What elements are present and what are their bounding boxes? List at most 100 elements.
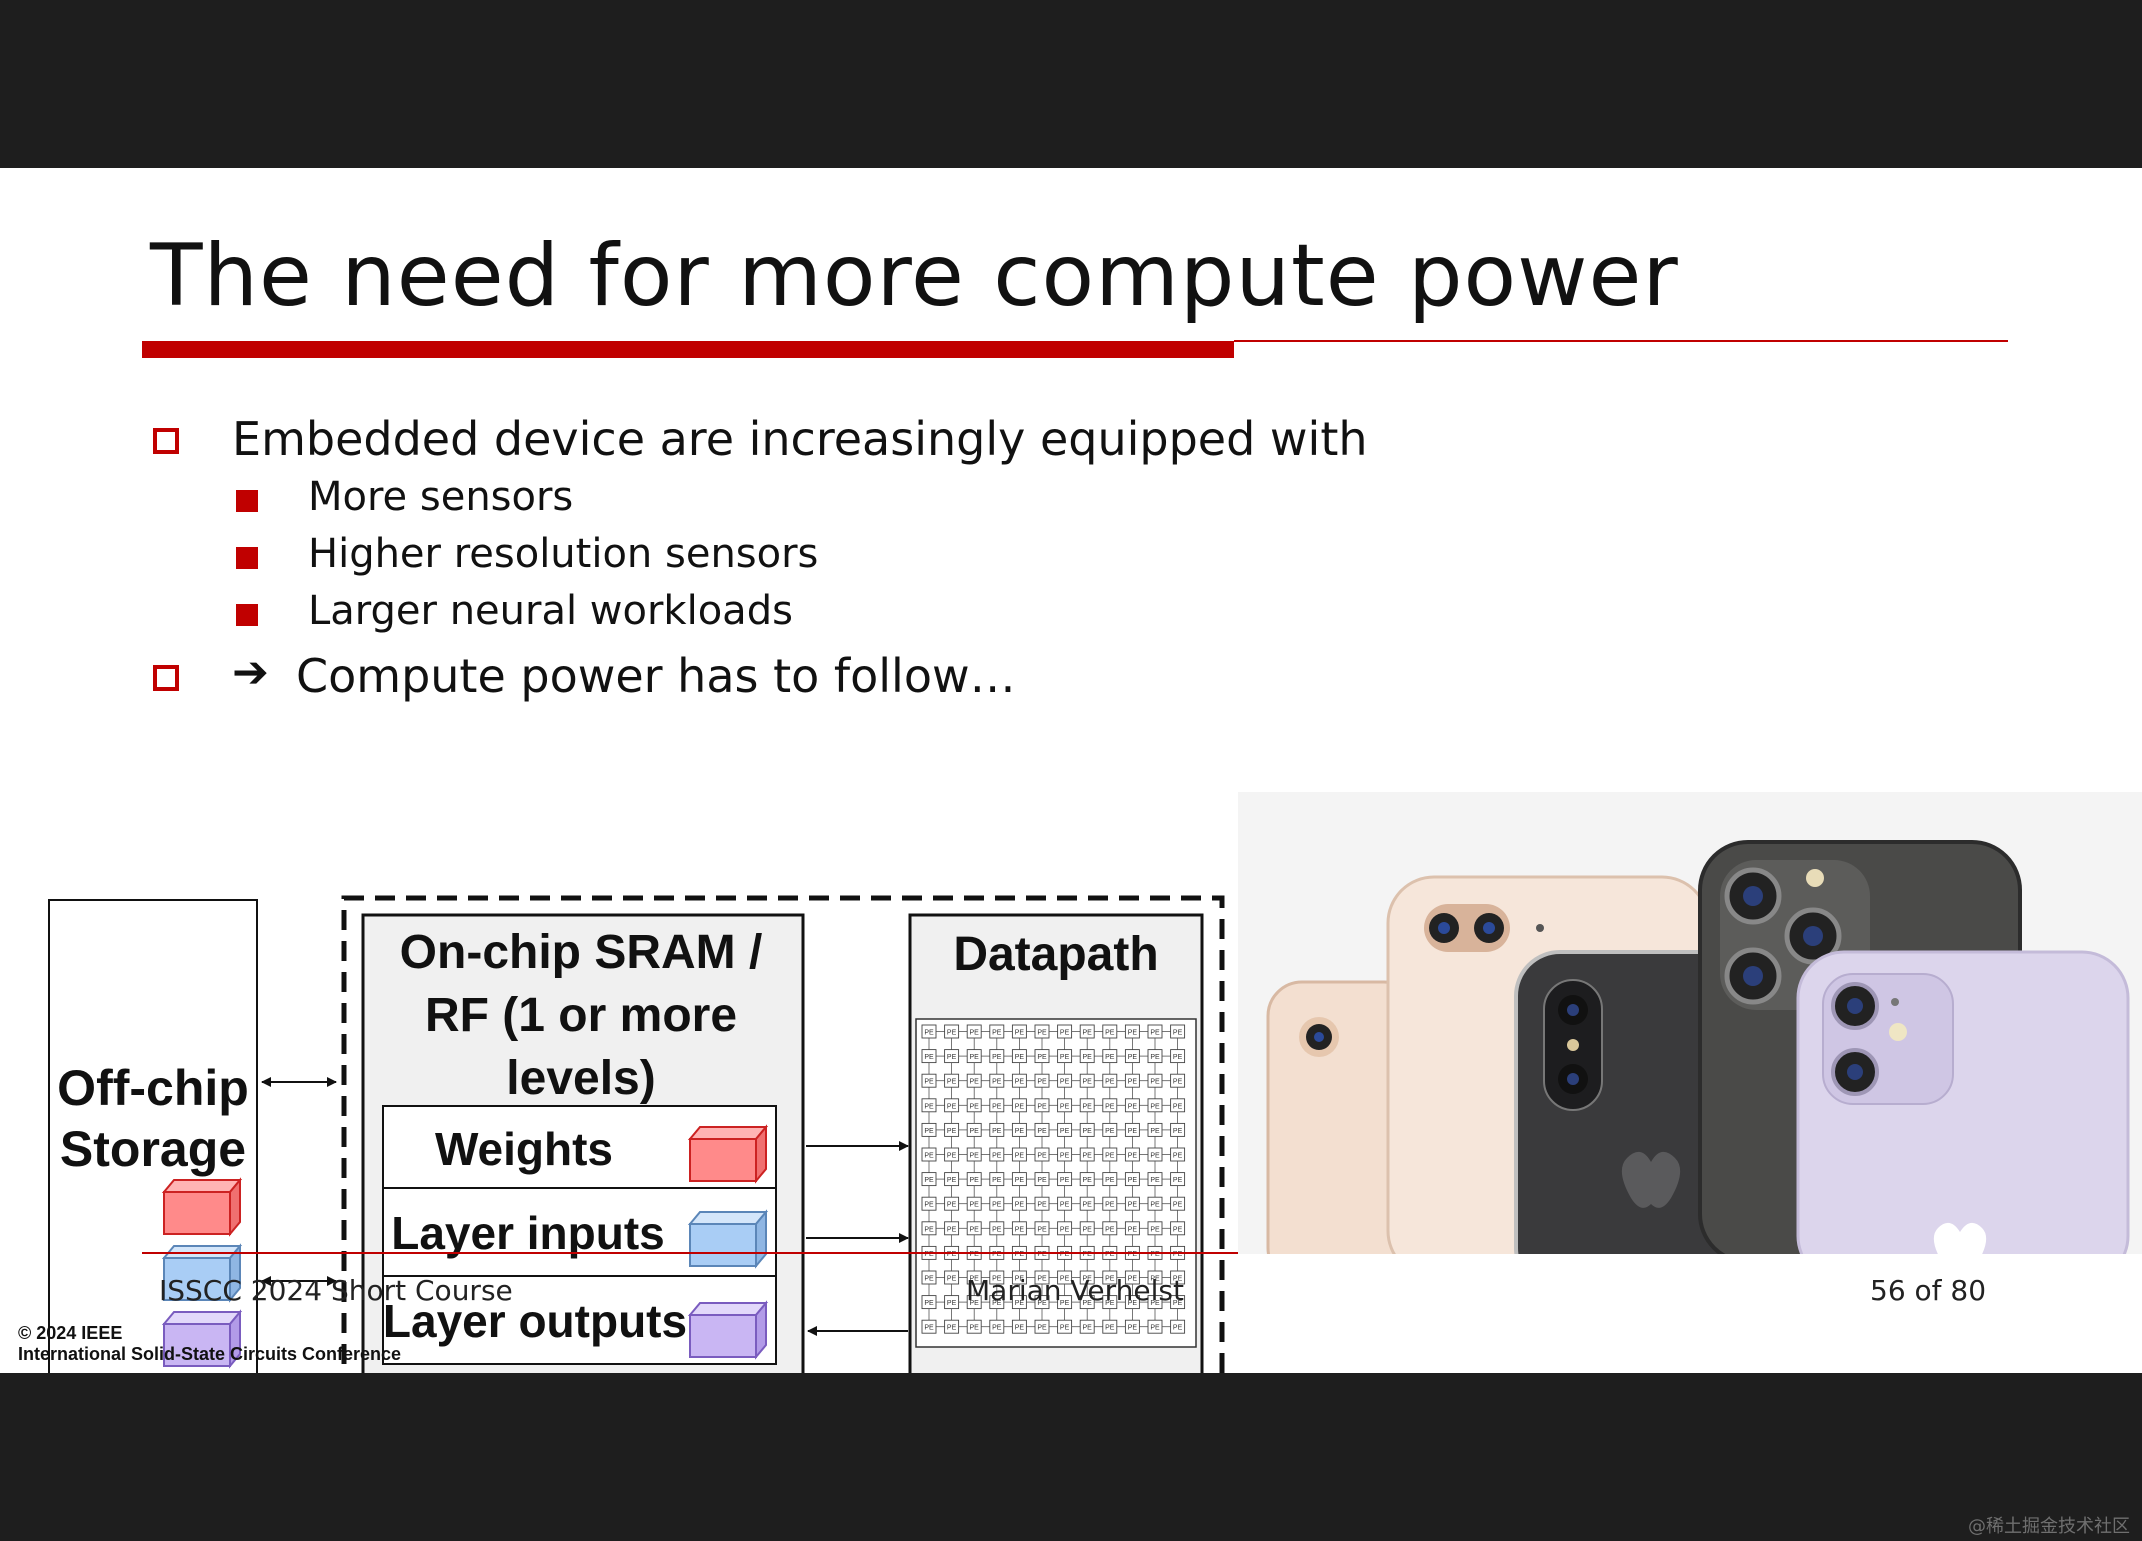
pe-cell-label: PE [1128,1128,1138,1135]
pe-cell-label: PE [1128,1079,1138,1086]
pe-cell-label: PE [947,1030,957,1037]
pe-cell-label: PE [1173,1030,1183,1037]
pe-cell-label: PE [924,1177,934,1184]
offchip-weights-cube-icon [161,1177,243,1237]
pe-cell-label: PE [1015,1177,1025,1184]
pe-cell-label: PE [1128,1177,1138,1184]
pe-cell-label: PE [1128,1325,1138,1332]
pe-cell-label: PE [1083,1128,1093,1135]
pe-cell-label: PE [947,1226,957,1233]
pe-cell-label: PE [924,1128,934,1135]
pe-cell-label: PE [1037,1054,1047,1061]
onchip-dashed-boundary [341,895,1225,1373]
pe-cell [1170,1172,1186,1187]
pe-cell-label: PE [1173,1202,1183,1209]
pe-cell-label: PE [1173,1177,1183,1184]
pe-cell-label: PE [1173,1226,1183,1233]
pe-cell-label: PE [1105,1153,1115,1160]
pe-cell-label: PE [1083,1226,1093,1233]
pe-cell-label: PE [1083,1202,1093,1209]
pe-cell-label: PE [992,1276,1002,1283]
sram-title-2: RF (1 or more [425,989,737,1042]
pe-cell-label: PE [1060,1226,1070,1233]
filled-square-bullet-icon [236,547,258,569]
sub-bullet-2-text: Higher resolution sensors [308,531,819,577]
pe-cell-label: PE [992,1177,1002,1184]
slide: The need for more compute power Embedded… [0,168,2142,1373]
smartphones-image [1238,792,2142,1254]
pe-cell-label: PE [1060,1325,1070,1332]
pe-cell-label: PE [1105,1276,1115,1283]
pe-cell-label: PE [992,1202,1002,1209]
pe-cell-label: PE [1060,1276,1070,1283]
pe-cell-label: PE [1128,1251,1138,1258]
pe-cell-label: PE [1060,1153,1070,1160]
pe-cell-label: PE [1015,1276,1025,1283]
pe-cell-label: PE [1015,1153,1025,1160]
pe-cell-label: PE [1173,1300,1183,1307]
layer-inputs-label: Layer inputs [391,1207,665,1259]
sub-bullet-1-text: More sensors [308,474,574,520]
pe-cell-label: PE [1150,1276,1160,1283]
pe-cell-label: PE [947,1325,957,1332]
pe-cell-label: PE [924,1054,934,1061]
pe-cell-label: PE [970,1103,980,1110]
pe-cell-label: PE [1173,1325,1183,1332]
pe-cell-label: PE [1083,1054,1093,1061]
pe-cell-label: PE [1060,1030,1070,1037]
pe-cell-label: PE [1037,1325,1047,1332]
pe-cell-label: PE [1173,1251,1183,1258]
phone-purple [1796,950,2130,1254]
pe-cell-label: PE [1105,1300,1115,1307]
pe-cell-label: PE [1060,1054,1070,1061]
sram-title-1: On-chip SRAM / [400,926,763,979]
pe-cell-label: PE [924,1202,934,1209]
pe-cell-label: PE [924,1251,934,1258]
pe-cell-label: PE [1015,1128,1025,1135]
pe-cell-label: PE [1128,1300,1138,1307]
right-arrow-icon: ➔ [232,647,269,698]
pe-cell-label: PE [970,1226,980,1233]
pe-cell-label: PE [992,1300,1002,1307]
pe-cell-label: PE [992,1054,1002,1061]
bullet-1-text: Embedded device are increasingly equippe… [232,412,1368,466]
pe-cell-label: PE [924,1103,934,1110]
pe-cell-label: PE [970,1276,980,1283]
pe-cell-label: PE [924,1276,934,1283]
pe-cell-label: PE [1150,1202,1160,1209]
pe-cell-label: PE [1128,1226,1138,1233]
pe-cell-label: PE [970,1177,980,1184]
pe-cell-label: PE [1083,1079,1093,1086]
footer-rule [142,1252,1238,1254]
pe-cell-label: PE [1105,1325,1115,1332]
pe-cell-label: PE [1105,1226,1115,1233]
pe-cell-label: PE [1173,1128,1183,1135]
pe-cell-label: PE [1037,1276,1047,1283]
pe-cell-label: PE [970,1054,980,1061]
pe-cell-label: PE [1150,1226,1160,1233]
pe-cell-label: PE [1015,1226,1025,1233]
pe-cell-label: PE [1150,1030,1160,1037]
pe-grid: PE PE PE PE PE PE PE PE PE PE PE PE PE PE PE PE PE PE PE PE… [921,1024,1186,1334]
sram-title-3: levels) [506,1052,655,1105]
pe-cell-label: PE [1015,1202,1025,1209]
sub-bullet-3-text: Larger neural workloads [308,588,793,634]
pe-cell-label: PE [1105,1202,1115,1209]
pe-cell-label: PE [1083,1300,1093,1307]
phone-gold-small [1266,980,1420,1254]
pe-cell-label: PE [1105,1251,1115,1258]
pe-cell-label: PE [947,1103,957,1110]
pe-cell-label: PE [970,1325,980,1332]
pe-cell-label: PE [1173,1079,1183,1086]
pe-cell-label: PE [1037,1300,1047,1307]
pe-cell-label: PE [1128,1054,1138,1061]
pe-cell-label: PE [1015,1054,1025,1061]
pe-cell-label: PE [1150,1153,1160,1160]
pe-cell-label: PE [1128,1153,1138,1160]
footer-page-number: 56 of 80 [1870,1274,1987,1307]
offchip-label-1: Off-chip [57,1060,249,1116]
pe-cell-label: PE [992,1251,1002,1258]
pe-cell-label: PE [970,1202,980,1209]
offchip-label-2: Storage [60,1121,246,1177]
pe-cell-label: PE [1037,1030,1047,1037]
